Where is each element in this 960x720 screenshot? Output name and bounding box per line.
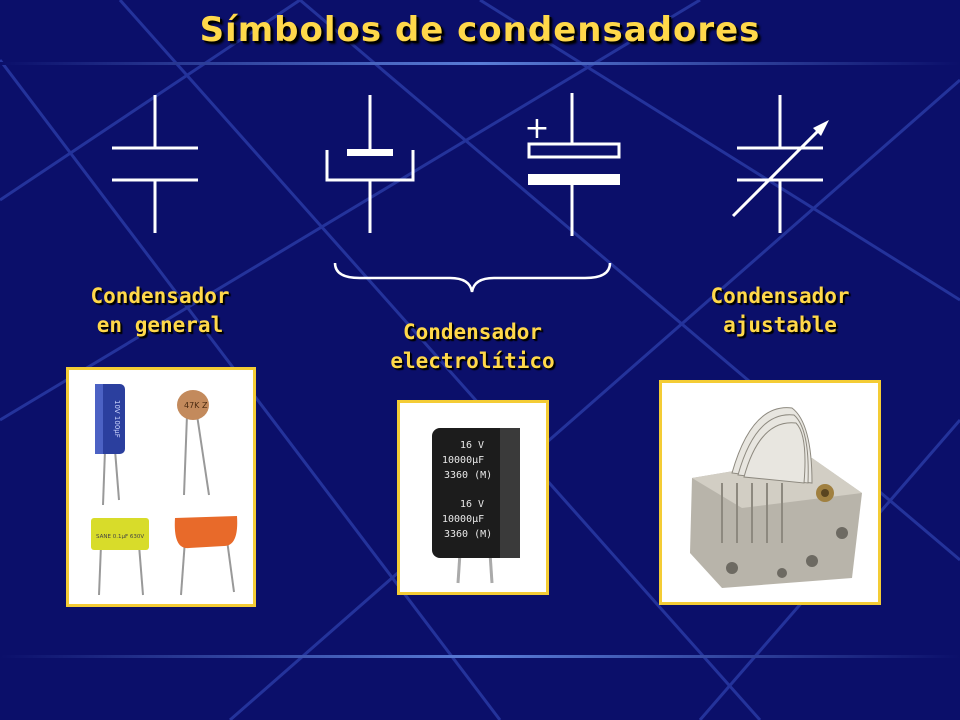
svg-text:3360 (M): 3360 (M) xyxy=(444,470,492,481)
capacitor-adjustable-symbol xyxy=(731,95,829,233)
svg-text:SANE 0.1μF 630V: SANE 0.1μF 630V xyxy=(96,534,144,540)
plus-sign: + xyxy=(524,111,549,146)
svg-text:10000μF: 10000μF xyxy=(442,455,484,466)
label-electrolytic: Condensador electrolítico xyxy=(390,320,555,373)
photo-general-capacitors: 10V 100μF 47K Z SANE 0.1μF 630V xyxy=(66,367,256,607)
svg-text:16 V: 16 V xyxy=(460,499,484,510)
label-adjustable: Condensador ajustable xyxy=(710,284,850,337)
svg-text:16 V: 16 V xyxy=(460,440,484,451)
svg-text:47K Z: 47K Z xyxy=(184,401,208,410)
svg-text:10000μF: 10000μF xyxy=(442,514,484,525)
photo-electrolytic-capacitor: 16 V 10000μF 3360 (M) 16 V 10000μF 3360 … xyxy=(397,400,549,595)
grouping-brace xyxy=(333,262,612,293)
photo-adjustable-capacitor xyxy=(659,380,881,605)
variable-capacitor-illustration xyxy=(690,407,862,588)
capacitor-electrolytic-symbol-cup xyxy=(325,95,415,233)
page-title: Símbolos de condensadores xyxy=(199,10,761,50)
svg-text:10V 100μF: 10V 100μF xyxy=(113,400,121,438)
capacitor-general-symbol xyxy=(112,95,198,233)
capacitors-illustration: 10V 100μF 47K Z SANE 0.1μF 630V xyxy=(91,384,238,596)
electrolytic-capacitor-illustration: 16 V 10000μF 3360 (M) 16 V 10000μF 3360 … xyxy=(432,428,520,584)
label-general: Condensador en general xyxy=(90,284,230,337)
svg-text:3360 (M): 3360 (M) xyxy=(444,529,492,540)
capacitor-polarized-symbol: + xyxy=(524,93,621,236)
